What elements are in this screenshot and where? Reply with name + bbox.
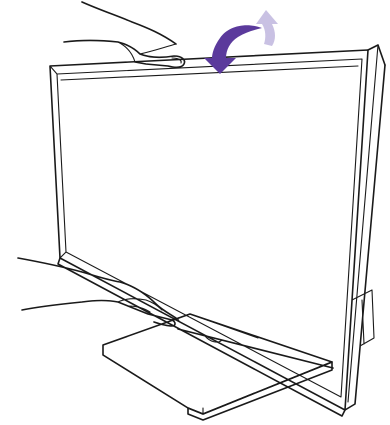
top-hand — [64, 2, 185, 67]
tilt-arrow-primary — [204, 25, 262, 74]
stand-base — [103, 314, 332, 420]
monitor-panel — [50, 50, 368, 416]
bottom-hand — [18, 258, 179, 326]
